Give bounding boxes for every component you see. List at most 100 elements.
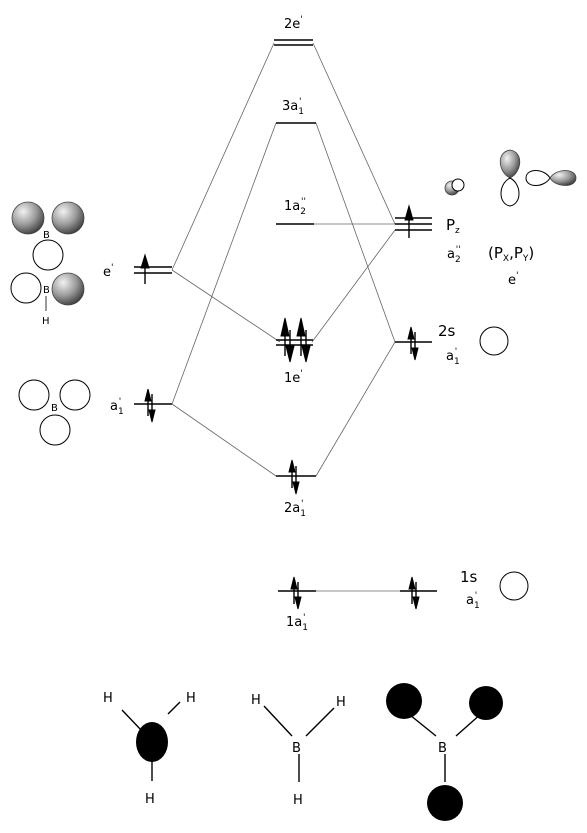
h-orbital-bottom [39,414,71,446]
boron-2s-label: 2s a1' [438,322,509,367]
pxy-sym: e [508,273,516,288]
px-lobe-right [549,170,577,186]
svg-text:a2'': a2'' [447,245,461,265]
mo-1e-name: 1e [284,371,300,386]
boron-level-1s [400,576,437,610]
ligand-level-e: e' [103,253,172,284]
mo-3a1-sup: ' [299,97,301,107]
s2-sym-sup: ' [455,347,457,357]
ligand-e-name: e [103,265,111,280]
mo-2e-name: 2e [284,17,300,32]
mo-1a1-sup: ' [303,613,305,623]
bh3-structure: H H B H [251,693,346,808]
svg-text:1e': 1e' [284,369,303,386]
pxy-close: ) [528,244,534,262]
bh3b-boron: B [292,741,301,756]
ligand-e-orbital-2: B H [10,272,85,327]
mo-1a2-sub: 2 [300,207,306,217]
h-orbital-left [10,272,42,304]
pxy-sym-sup: ' [516,271,518,281]
h-orbital-filled-right [469,686,503,720]
boron-1s-label: 1s a1' [460,568,529,611]
mo-2a1-sub: 1 [300,509,306,519]
mo-1a2-sup: '' [301,197,306,207]
mo-level-2a1: 2a1' [276,459,316,519]
pz-sym: a [447,247,455,262]
pz-sub: z [455,226,460,236]
mo-level-3a1: 3a1' [276,97,316,124]
bh3b-h-left: H [251,693,261,708]
s1-sym: a [466,593,474,608]
mo-3a1-name: 3a [282,99,298,114]
pxy-comma: ,P [509,244,523,262]
ligand-a1-boron: B [51,403,58,414]
svg-text:(PX,PY): (PX,PY) [488,244,534,264]
s1-sym-sup: ' [475,591,477,601]
bh3b-h-right: H [336,695,346,710]
ligand-e1-boron: B [43,230,50,241]
svg-text:a1': a1' [466,591,480,611]
h-orbital-filled-bottom [427,785,463,821]
svg-text:Pz: Pz [446,216,460,236]
svg-text:2e': 2e' [284,15,303,32]
svg-text:e': e' [103,263,113,280]
h-orbital-right [51,272,85,306]
ligand-level-a1: a1' [110,388,172,423]
bh3a-h-bottom: H [145,792,155,807]
pxy-open: (P [488,244,503,262]
s1-label: 1s [460,568,478,586]
bh3a-h-right: H [186,691,196,706]
mo-level-1a1: 1a1' [278,576,316,633]
ligand-a1-sub: 1 [118,407,124,417]
h-orbital-right [51,201,85,235]
svg-text:3a1': 3a1' [282,97,304,117]
h-orbital-bottom [32,239,64,271]
boron-level-2p [395,204,432,238]
s2-label: 2s [438,322,456,340]
mo-level-1e: 1e' [276,317,313,386]
ligand-e2-boron: B [43,285,50,296]
svg-text:1a1': 1a1' [286,613,308,633]
mo-2e-sup: ' [300,15,302,25]
py-lobe-bottom [500,177,520,207]
pz-sym-sup: '' [456,245,461,255]
pxy-x: X [503,254,509,264]
ligand-e-sup: ' [111,263,113,273]
boron-pz-label: Pz a2'' [444,178,465,265]
h-orbital-left [18,379,50,411]
s2-sym-sub: 1 [454,357,460,367]
bh3-boron-orbital-structure: H H H [103,691,196,807]
px-lobe-left [525,170,551,186]
mo-2a1-name: 2a [284,501,300,516]
h-orbital-left [11,201,45,235]
h-orbital-right [59,379,91,411]
svg-text:1a2'': 1a2'' [284,197,306,217]
svg-text:e': e' [508,271,518,288]
mo-level-2e: 2e' [274,15,313,46]
mo-1a2-name: 1a [284,199,300,214]
mo-1e-sup: ' [300,369,302,379]
svg-text:a1': a1' [110,397,124,417]
svg-text:a1': a1' [446,347,460,367]
bh3a-h-left: H [103,691,113,706]
pxy-y: Y [522,254,529,264]
mo-1a1-name: 1a [286,615,302,630]
pz-lobe-bottom [451,178,465,192]
pz-sym-sub: 2 [455,255,461,265]
bh3c-boron: B [438,741,447,756]
pz-label: P [446,216,455,234]
bh3b-h-bottom: H [293,793,303,808]
mo-1a1-sub: 1 [302,623,308,633]
h3-filled-orbitals-structure: B [386,683,503,821]
mo-3a1-sub: 1 [298,107,304,117]
s1-sym-sub: 1 [474,601,480,611]
mo-level-1a2: 1a2'' [276,197,314,225]
ligand-e2-hydrogen: H [42,316,50,327]
ligand-e-orbital-1: B [11,201,85,271]
ligand-a1-sup: ' [119,397,121,407]
s2-orbital [479,326,509,356]
boron-pxy-label: (PX,PY) e' [488,149,577,288]
mo-2a1-sup: ' [301,499,303,509]
boron-level-2s [395,326,432,361]
